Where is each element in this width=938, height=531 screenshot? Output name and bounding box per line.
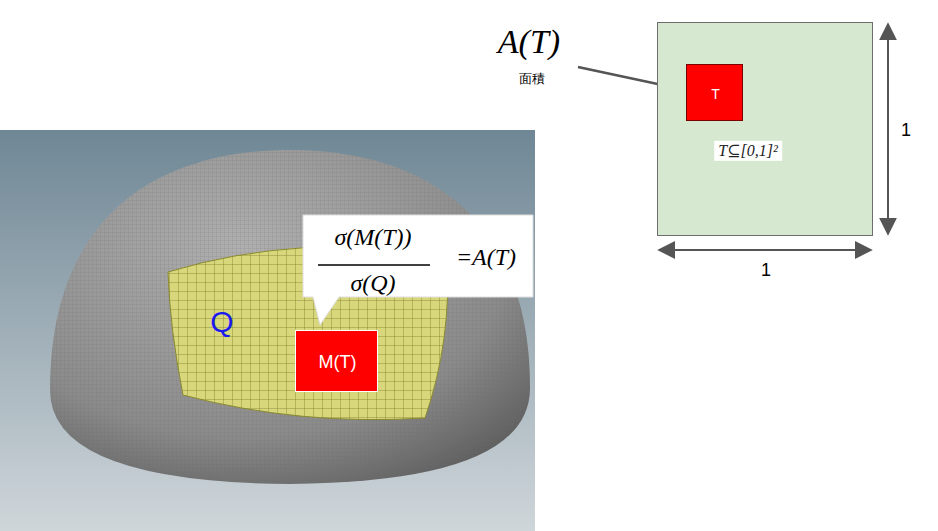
fraction-bar: [318, 264, 430, 266]
region-box: T: [686, 64, 743, 121]
mapped-region-box-text: M(T): [319, 352, 357, 373]
hemisphere-mesh: [50, 150, 530, 484]
callout-bubble: [303, 215, 533, 325]
formula-callout: σ(M(T)) σ(Q) =A(T): [303, 215, 533, 297]
hemisphere: [50, 150, 530, 484]
formula-callout-text: σ(M(T)): [334, 224, 411, 252]
unit-square-text: T⊆[0,1]²: [714, 141, 782, 161]
dimension-label: 1: [761, 260, 771, 281]
area-caption: 面積: [519, 72, 545, 87]
formula-callout-text: =A(T): [456, 244, 516, 272]
dimension-arrow: [887, 24, 889, 234]
unit-square: T⊆[0,1]² T: [657, 22, 873, 236]
region-box-text: T: [711, 85, 720, 101]
formula-callout-text: σ(Q): [350, 270, 395, 298]
mapped-region-box: M(T): [295, 330, 378, 392]
area-symbol: A(T): [498, 22, 560, 61]
dimension-arrow: [659, 249, 871, 251]
surface-patch-text: Q: [210, 305, 233, 340]
render-background: [0, 130, 535, 531]
dimension-label: 1: [901, 120, 911, 141]
